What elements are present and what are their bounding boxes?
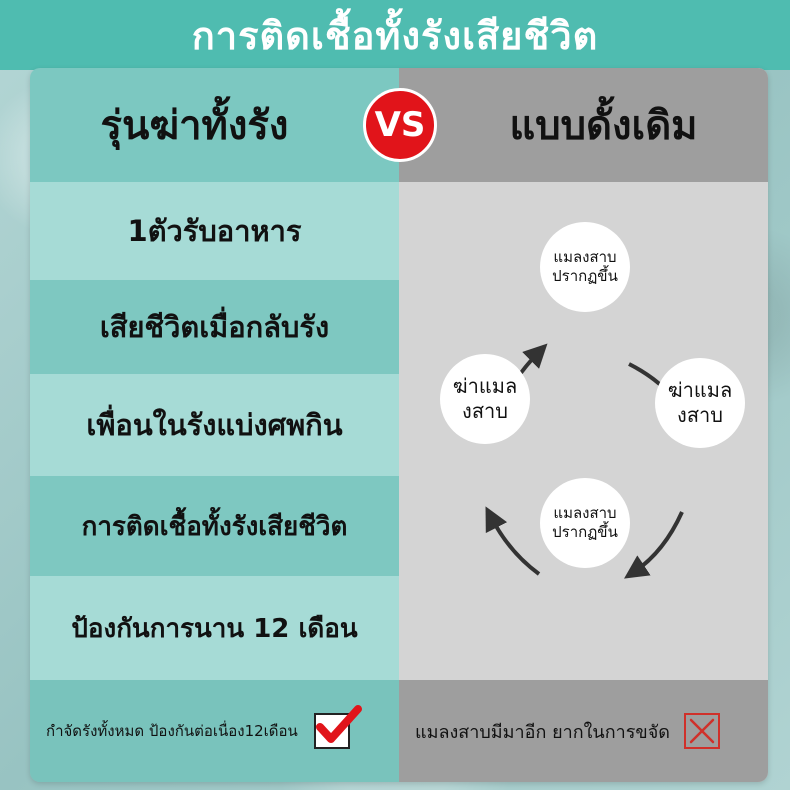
cycle-node-top: แมลงสาบ ปรากฏขึ้น [540,222,630,312]
title-banner: การติดเชื้อทั้งรังเสียชีวิต [0,0,790,70]
new-product-title: รุ่นฆ่าทั้งรัง [100,103,289,149]
feature-row: ป้องกันการนาน 12 เดือน [30,576,399,680]
cycle-node-right: ฆ่าแมล งสาบ [655,358,745,448]
cycle-node-top-line2: ปรากฏขึ้น [552,267,618,285]
traditional-column: แบบดั้งเดิม แมลงสาบ ปรากฏขึ้น ฆ่าแมล งสา… [399,68,768,782]
cycle-node-left-line1: ฆ่าแมล [452,374,518,398]
traditional-footer-text: แมลงสาบมีมาอีก ยากในการขจัด [415,721,670,743]
feature-row: เสียชีวิตเมื่อกลับรัง [30,280,399,374]
arrow-right-bottom [624,511,684,579]
cycle-node-bottom: แมลงสาบ ปรากฏขึ้น [540,478,630,568]
feature-text: 1ตัวรับอาหาร [127,214,302,248]
cycle-node-right-line1: ฆ่าแมล [667,378,733,402]
traditional-footer: แมลงสาบมีมาอีก ยากในการขจัด [399,680,768,782]
cycle-node-right-line2: งสาบ [677,403,723,427]
page-title: การติดเชื้อทั้งรังเสียชีวิต [191,13,599,58]
cross-icon [683,713,720,749]
feature-row: การติดเชื้อทั้งรังเสียชีวิต [30,476,399,576]
vs-badge: VS [363,88,437,162]
cycle-node-bottom-line2: ปรากฏขึ้น [552,523,618,541]
traditional-title: แบบดั้งเดิม [509,103,698,149]
feature-text: เสียชีวิตเมื่อกลับรัง [99,310,330,344]
vs-text: VS [374,105,426,145]
feature-text: เพื่อนในรังแบ่งศพกิน [86,408,343,442]
feature-row: 1ตัวรับอาหาร [30,182,399,280]
cycle-node-left-line2: งสาบ [462,399,508,423]
cycle-node-top-line1: แมลงสาบ [553,248,617,267]
feature-text: ป้องกันการนาน 12 เดือน [71,613,358,644]
check-icon [313,705,362,749]
cycle-node-bottom-line1: แมลงสาบ [553,504,617,523]
new-product-footer-text: กำจัดรังทั้งหมด ป้องกันต่อเนื่อง12เดือน [46,722,298,740]
arrow-bottom-left [485,506,541,576]
new-product-footer: กำจัดรังทั้งหมด ป้องกันต่อเนื่อง12เดือน [30,680,399,782]
new-product-header: รุ่นฆ่าทั้งรัง [30,68,399,182]
cycle-node-left: ฆ่าแมล งสาบ [440,354,530,444]
feature-row: เพื่อนในรังแบ่งศพกิน [30,374,399,476]
comparison-panel: รุ่นฆ่าทั้งรัง 1ตัวรับอาหาร เสียชีวิตเมื… [30,68,768,782]
traditional-header: แบบดั้งเดิม [399,68,768,182]
feature-text: การติดเชื้อทั้งรังเสียชีวิต [81,511,348,542]
new-product-column: รุ่นฆ่าทั้งรัง 1ตัวรับอาหาร เสียชีวิตเมื… [30,68,399,782]
